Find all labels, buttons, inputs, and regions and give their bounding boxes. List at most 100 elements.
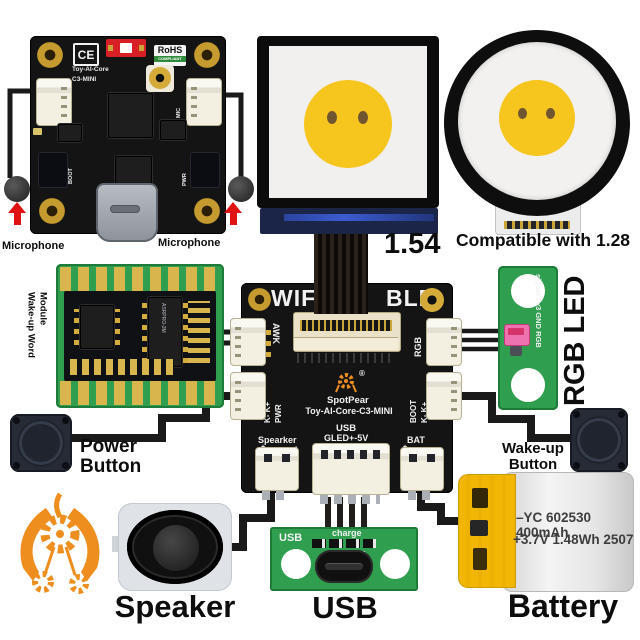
fpc-pin-comb xyxy=(297,353,395,363)
smiley-face xyxy=(499,80,575,156)
spotpear-logo-icon xyxy=(335,373,357,393)
spotpear-logo xyxy=(20,492,100,594)
asr-chip-label: ASRPRO-2M xyxy=(160,303,166,333)
ic-chip xyxy=(160,120,186,140)
mic-connector-right xyxy=(186,78,222,126)
wifi-silk: WIFI xyxy=(271,285,324,311)
rgb-led-board: signal 3v3 GND RGB xyxy=(498,266,558,410)
pin-strip xyxy=(265,325,271,357)
battery-spec-line1: –YC 602530 400mAh xyxy=(516,510,592,540)
display-1-28 xyxy=(444,30,630,216)
bat-port-label: BAT xyxy=(407,435,425,445)
rgb-led-label: RGB LED xyxy=(559,275,591,407)
ce-mark: CE xyxy=(73,43,99,66)
screw-hole xyxy=(194,42,220,68)
usb-port-label: USB xyxy=(336,423,357,434)
screw-hole xyxy=(39,198,65,224)
registered-mark: ® xyxy=(359,369,365,378)
led xyxy=(33,128,42,135)
antenna-ufl-connector xyxy=(420,288,444,312)
rgb-led xyxy=(504,324,530,346)
usb-c-port xyxy=(96,183,158,242)
mic-connector-left xyxy=(36,78,72,126)
rgb-connector xyxy=(426,318,462,366)
model-label: Toy-AI-Core-C3-MINI xyxy=(305,406,393,416)
speaker-connector xyxy=(255,447,299,491)
usb-pins-label: GLED+-5V xyxy=(324,433,369,443)
microphone-left xyxy=(4,176,30,202)
boot-silk-label: BOOT xyxy=(68,168,74,184)
mic-silk-label: MIC xyxy=(176,107,182,118)
speaker xyxy=(118,503,232,591)
module-pcb: ASRPRO-2M xyxy=(64,291,216,381)
ic-chip xyxy=(115,156,152,184)
screw-hole xyxy=(37,42,63,68)
pin-row-bottom xyxy=(60,381,220,405)
ic-chip xyxy=(58,124,82,142)
speaker-cone-rim xyxy=(127,510,223,584)
microphone-right xyxy=(228,176,254,202)
microphone-left-label: Microphone xyxy=(2,240,65,252)
usb-label: USB xyxy=(312,590,378,625)
usb-5pin-connector xyxy=(312,443,390,495)
pwr-port-label: K- K+PWR xyxy=(263,401,283,423)
component-row xyxy=(312,539,376,548)
fpc-connector xyxy=(293,312,401,352)
pin-row-top xyxy=(60,267,220,291)
bat-connector xyxy=(400,447,444,491)
display-screen xyxy=(458,42,616,200)
display-screen xyxy=(269,46,427,198)
speaker-tab xyxy=(112,536,122,552)
pwr-connector xyxy=(230,372,266,420)
wakeup-word-module: ASRPRO-2M xyxy=(56,264,224,408)
display-1-54-label: 1.54 xyxy=(384,228,441,260)
arrow-up-red xyxy=(224,202,242,225)
mount-hole xyxy=(281,549,311,579)
battery: –YC 602530 400mAh +3.7V 1.48Wh 2507 xyxy=(458,472,634,592)
power-button xyxy=(10,414,72,472)
usb-silk: USB xyxy=(279,532,303,544)
usb-board: USB charge xyxy=(270,527,418,591)
pwr-silk-label: PWR xyxy=(182,173,188,186)
microphone-right-label: Microphone xyxy=(158,237,221,249)
battery-label: Battery xyxy=(507,588,619,624)
wakeup-button xyxy=(570,408,628,472)
arrow-up-red xyxy=(8,202,26,225)
awk-connector xyxy=(230,318,266,366)
rgb-port-label: RGB xyxy=(413,337,423,357)
charge-silk: charge xyxy=(332,528,362,538)
smiley-face xyxy=(304,80,392,168)
display-1-28-label: Compatible with 1.28 xyxy=(455,230,631,250)
asr-chip: ASRPRO-2M xyxy=(142,297,188,367)
antenna-ufl-connector xyxy=(146,65,174,92)
boot-connector xyxy=(426,372,462,420)
battery-spec-line2: +3.7V 1.48Wh 2507 xyxy=(513,532,634,547)
display-1-54 xyxy=(257,36,439,208)
battery-tape xyxy=(458,474,516,588)
screw-hole xyxy=(248,288,271,311)
mount-hole xyxy=(511,368,545,402)
pad-strip xyxy=(188,301,210,363)
pad-strip xyxy=(70,359,174,375)
display-ribbon-cable xyxy=(314,230,368,314)
pwr-button xyxy=(190,152,220,188)
brand-label: SpotPear xyxy=(327,395,369,406)
speaker-port-label: Spearker xyxy=(258,435,297,445)
rohs-mark: RoHS COMPLIANT xyxy=(154,45,186,66)
screw-hole xyxy=(194,198,220,224)
main-soc-chip xyxy=(108,93,153,138)
mount-hole xyxy=(511,274,545,308)
rgb-board-pins: signal 3v3 GND RGB xyxy=(534,274,543,348)
silkscreen-model: Toy-AI-Core xyxy=(72,66,109,73)
speaker-label: Speaker xyxy=(114,589,236,624)
ic-chip xyxy=(74,305,120,349)
speaker-cone xyxy=(153,525,199,571)
power-switch xyxy=(106,39,146,57)
silkscreen-model: C3-MINI xyxy=(72,76,97,83)
boot-button xyxy=(38,152,68,188)
core-board: CE RoHS COMPLIANT Toy-AI-Core C3-MINI MI… xyxy=(30,36,226,242)
